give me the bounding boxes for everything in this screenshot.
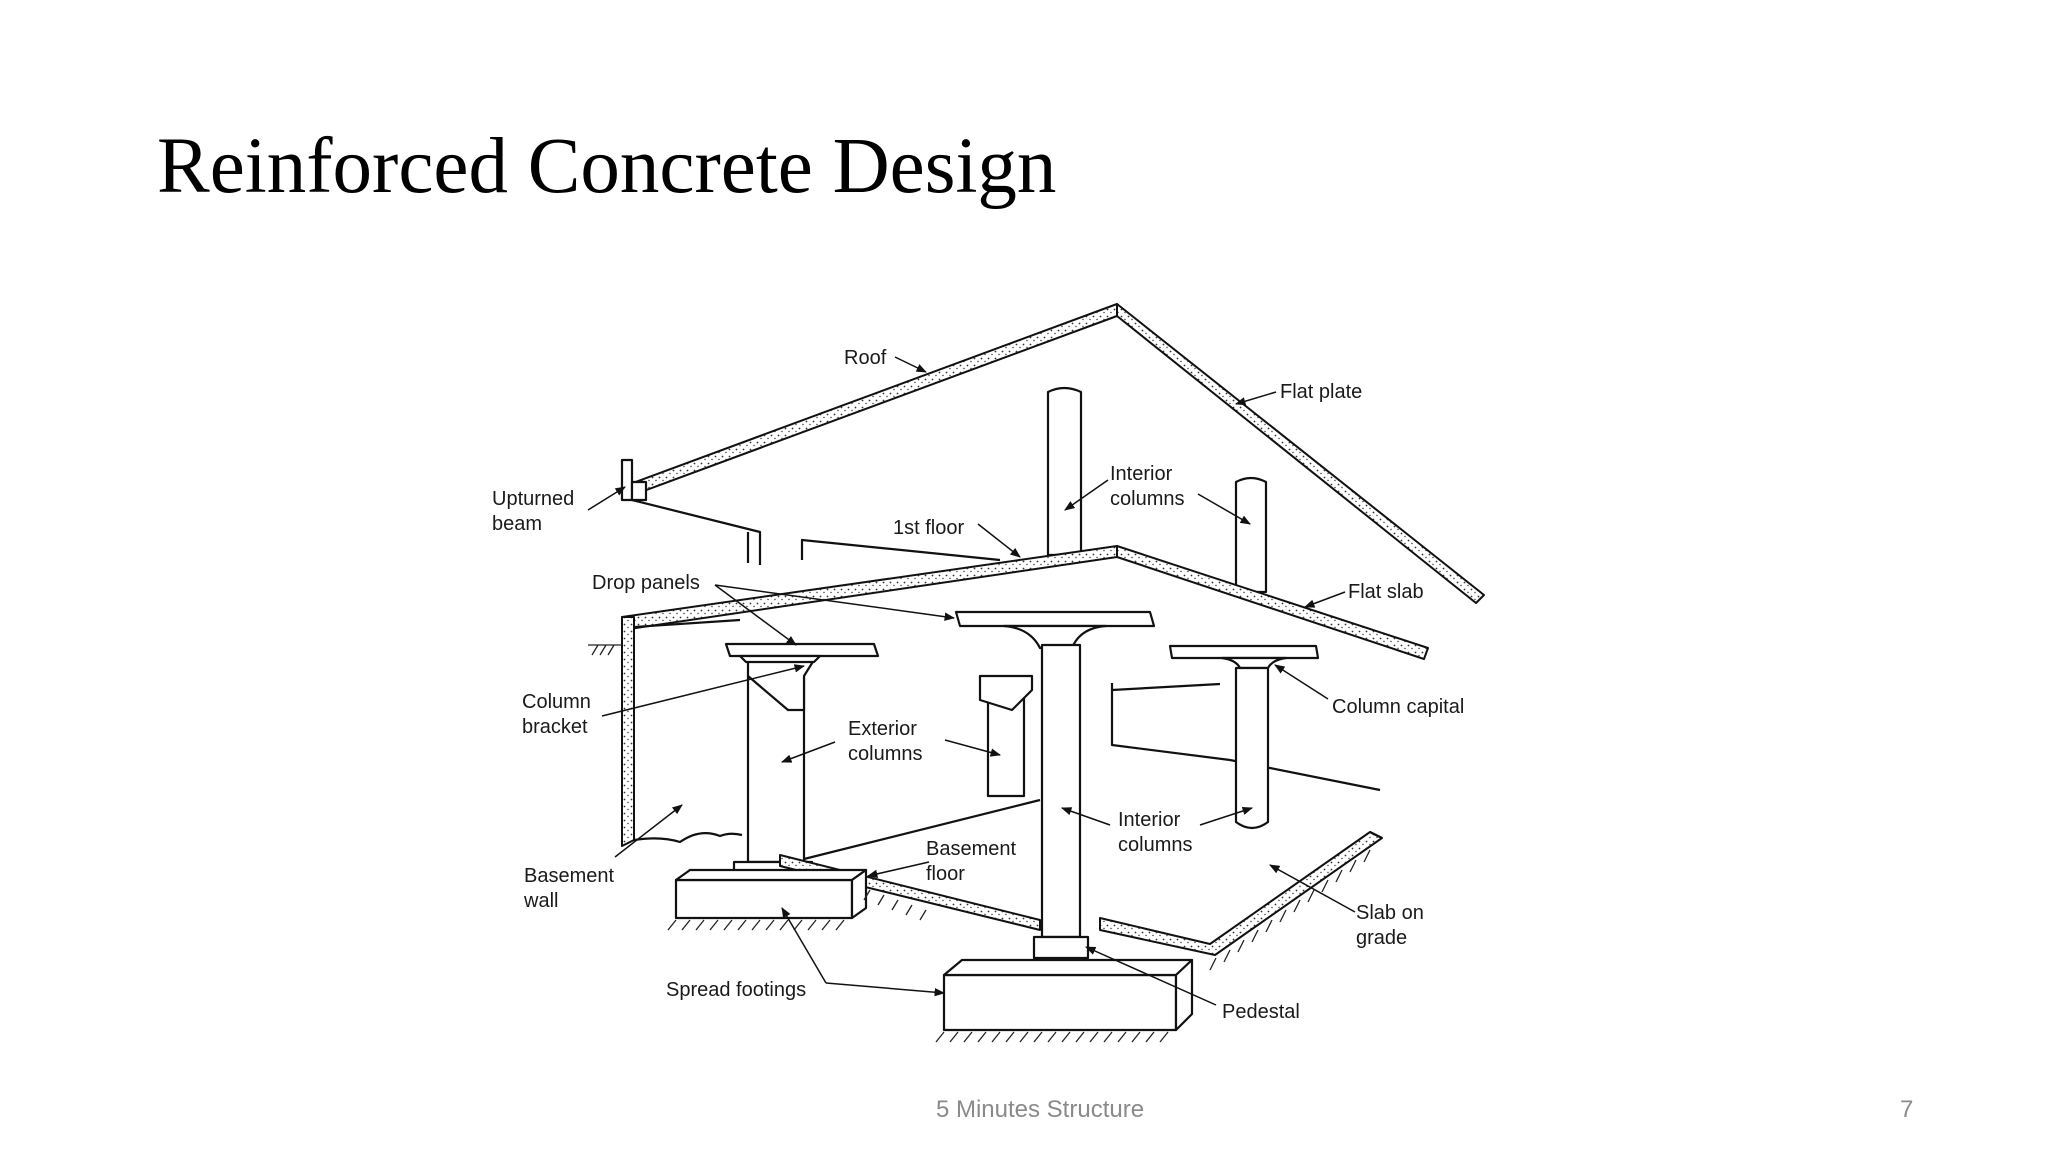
label-first-floor: 1st floor [893, 517, 964, 539]
label-flat-plate: Flat plate [1280, 381, 1362, 403]
leader-lines [587, 356, 1356, 1006]
label-upturned-beam-1: Upturned [492, 488, 574, 510]
label-interior-columns-upper-2: columns [1110, 488, 1184, 510]
label-exterior-columns-2: columns [848, 743, 922, 765]
drop-panel [724, 610, 1320, 660]
ground-hatching [667, 849, 1371, 1043]
label-spread-footings: Spread footings [666, 979, 806, 1001]
label-slab-on-grade-1: Slab on [1356, 902, 1424, 924]
label-flat-slab: Flat slab [1348, 581, 1424, 603]
exterior-column-back [978, 674, 1034, 798]
exterior-column [732, 654, 822, 882]
label-interior-columns-lower-2: columns [1118, 834, 1192, 856]
label-column-bracket-1: Column [522, 691, 591, 713]
label-pedestal: Pedestal [1222, 1001, 1300, 1023]
label-column-bracket-2: bracket [522, 716, 588, 738]
label-roof: Roof [844, 347, 887, 369]
label-column-capital: Column capital [1332, 696, 1464, 718]
label-upturned-beam-2: beam [492, 513, 542, 535]
interior-column-center [1002, 624, 1108, 960]
label-drop-panels: Drop panels [592, 572, 700, 594]
basement-wall-shape [588, 616, 743, 847]
spread-footing [674, 868, 1194, 1032]
label-slab-on-grade-2: grade [1356, 927, 1407, 949]
label-basement-floor-1: Basement [926, 838, 1016, 860]
label-interior-columns-lower-1: Interior [1118, 809, 1181, 831]
roof-slab [620, 303, 1485, 604]
interior-column-right [1220, 656, 1288, 830]
first-floor-slab [621, 545, 1429, 660]
footer-text: 5 Minutes Structure [935, 1096, 1145, 1123]
page-number: 7 [1900, 1096, 1914, 1123]
upper-wall [631, 498, 1001, 565]
upper-interior-column [1046, 386, 1268, 594]
label-basement-floor-2: floor [926, 863, 965, 885]
label-exterior-columns-1: Exterior [848, 718, 917, 740]
label-basement-wall-1: Basement [524, 865, 614, 887]
label-basement-wall-2: wall [523, 890, 558, 912]
slide-title: Reinforced Concrete Design [157, 123, 1057, 210]
label-interior-columns-upper-1: Interior [1110, 463, 1173, 485]
diagram-labels: Roof Flat plate Upturned beam Interior c… [492, 347, 1464, 1023]
